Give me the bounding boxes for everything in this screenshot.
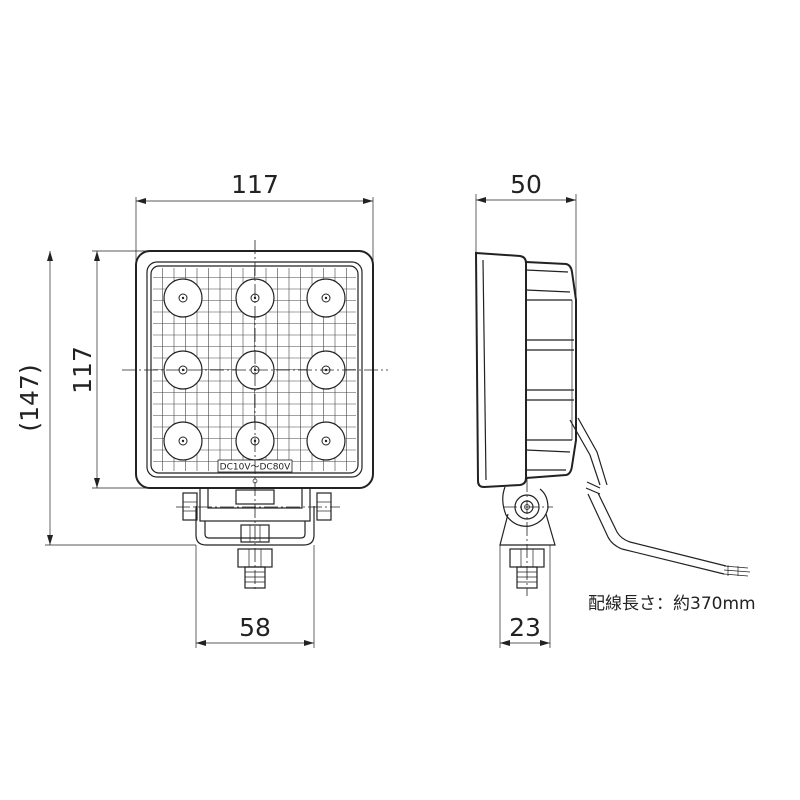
dim-front-width: 117 xyxy=(135,170,374,268)
dim-side-depth-label: 50 xyxy=(510,170,542,199)
cable-length-note: 配線長さ：約370mm xyxy=(588,594,756,614)
side-bracket xyxy=(499,478,556,596)
dim-bracket-width-label: 58 xyxy=(239,613,271,642)
led xyxy=(306,278,346,318)
side-view: 50 23 配線長さ：約370mm xyxy=(474,170,756,648)
led-array xyxy=(163,278,346,461)
dim-side-depth: 50 xyxy=(475,170,577,300)
dim-overall-height: (147) xyxy=(15,251,196,546)
led xyxy=(163,278,203,318)
dim-bracket-width: 58 xyxy=(195,545,315,648)
dim-front-width-label: 117 xyxy=(231,170,279,199)
front-housing-inner xyxy=(146,261,363,478)
side-cable xyxy=(569,417,751,577)
front-bracket xyxy=(176,487,340,589)
led xyxy=(306,421,346,461)
heatsink-fins xyxy=(525,269,574,471)
dim-side-bracket: 23 xyxy=(499,545,551,648)
dim-front-height-label: 117 xyxy=(68,346,97,394)
dim-overall-height-label: (147) xyxy=(15,364,44,431)
side-heatsink xyxy=(525,261,577,479)
dim-side-bracket-label: 23 xyxy=(509,613,541,642)
led xyxy=(163,421,203,461)
lens-border xyxy=(150,265,359,474)
front-view: DC10V～DC80V xyxy=(15,170,388,648)
dim-front-height: 117 xyxy=(68,250,160,489)
voltage-label: DC10V～DC80V xyxy=(220,463,291,473)
side-bezel xyxy=(474,251,527,489)
